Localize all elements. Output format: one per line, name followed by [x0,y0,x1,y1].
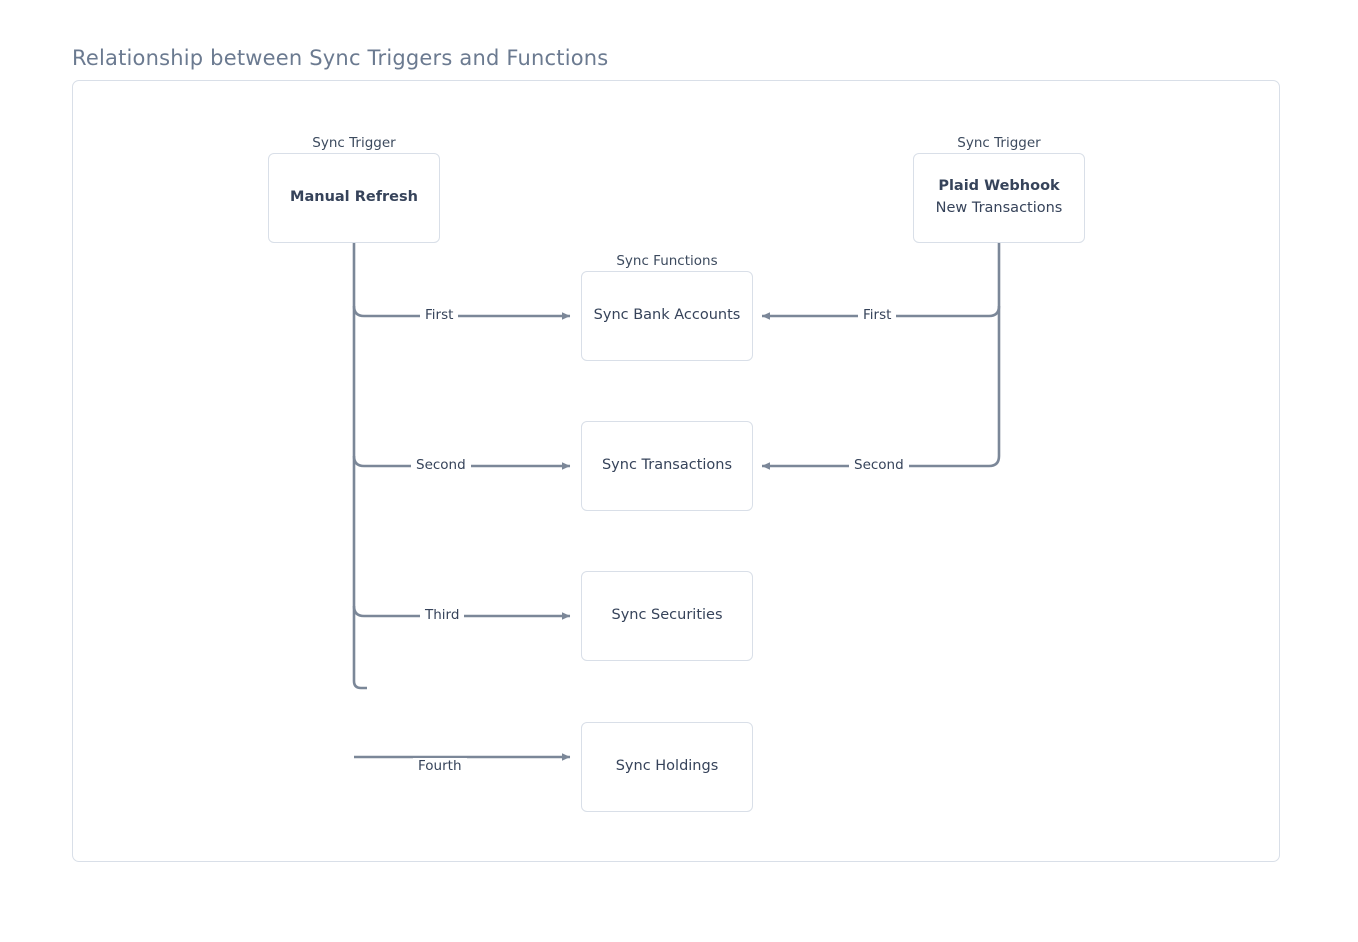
group-label-sync-trigger-right: Sync Trigger [957,135,1041,151]
node-sync-securities[interactable]: Sync Securities [581,571,753,661]
node-plaid-webhook-subtitle: New Transactions [935,200,1063,216]
page-title: Relationship between Sync Triggers and F… [72,46,609,70]
edge-label-manual-third: Third [420,607,465,623]
edge-plaid-second [761,455,1001,470]
edge-label-manual-second: Second [411,457,471,473]
edge-manual-first [352,305,571,320]
edge-manual-second [352,455,571,470]
node-plaid-webhook[interactable]: Plaid Webhook New Transactions [913,153,1085,243]
node-sync-transactions[interactable]: Sync Transactions [581,421,753,511]
node-sync-holdings-label: Sync Holdings [615,758,719,775]
diagram-canvas: Sync Trigger Sync Trigger Sync Functions… [72,80,1280,862]
edge-label-plaid-first: First [858,307,897,323]
group-label-sync-trigger-left: Sync Trigger [312,135,396,151]
node-manual-refresh[interactable]: Manual Refresh [268,153,440,243]
edge-label-manual-fourth: Fourth [413,758,467,774]
edge-trunk-manual-refresh [352,242,367,690]
node-sync-bank-accounts-label: Sync Bank Accounts [593,307,741,324]
node-sync-holdings[interactable]: Sync Holdings [581,722,753,812]
node-plaid-webhook-title: Plaid Webhook [938,178,1060,195]
node-manual-refresh-title: Manual Refresh [290,189,418,206]
group-label-sync-functions: Sync Functions [616,253,718,269]
diagram-connectors [352,242,1001,761]
node-sync-transactions-label: Sync Transactions [601,457,733,474]
edge-manual-third [352,605,571,620]
node-sync-bank-accounts[interactable]: Sync Bank Accounts [581,271,753,361]
edge-label-plaid-second: Second [849,457,909,473]
node-sync-securities-label: Sync Securities [611,607,723,624]
edge-label-manual-first: First [420,307,459,323]
edge-plaid-first [761,305,1001,320]
